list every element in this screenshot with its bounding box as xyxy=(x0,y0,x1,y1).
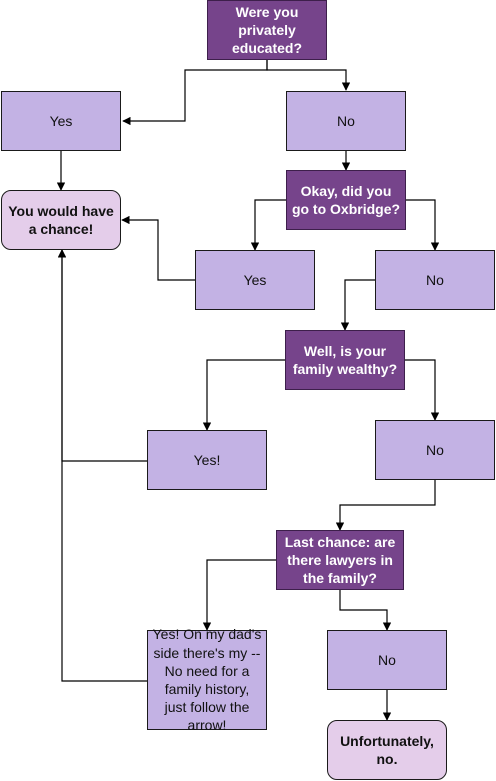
answer-yes-lawyers-in-family: Yes! On my dad's side there's my -- No n… xyxy=(147,626,267,733)
question-family-wealthy: Well, is your family wealthy? xyxy=(285,330,405,390)
arrow-q1-to-no xyxy=(266,60,351,91)
terminal-unfortunately-no: Unfortunately, no. xyxy=(327,720,447,780)
answer-no-family-wealthy: No xyxy=(375,420,495,480)
answer-yes-oxbridge: Yes xyxy=(195,250,315,310)
answer-no-lawyers-in-family: No xyxy=(327,630,447,690)
arrow-yes4-to-chance xyxy=(57,249,147,682)
question-lawyers-in-family: Last chance: are there lawyers in the fa… xyxy=(276,530,404,590)
answer-no-privately-educated: No xyxy=(286,91,406,151)
arrow-q4-to-no xyxy=(339,590,392,631)
arrow-q1-to-yes xyxy=(122,60,268,126)
arrow-yes2-to-chance xyxy=(121,215,195,281)
arrow-q3-to-yes xyxy=(202,359,286,431)
question-oxbridge: Okay, did you go to Oxbridge? xyxy=(286,170,406,230)
terminal-you-would-have-a-chance: You would have a chance! xyxy=(1,190,121,250)
arrow-yes3-to-chance xyxy=(57,249,147,462)
arrow-q3-to-no xyxy=(405,359,440,421)
arrow-q4-to-yes xyxy=(202,559,276,631)
arrow-no3-to-q4 xyxy=(335,480,436,531)
answer-no-oxbridge: No xyxy=(375,250,495,310)
answer-yes-privately-educated: Yes xyxy=(1,91,121,151)
arrow-no2-to-q3 xyxy=(340,279,375,331)
answer-yes-family-wealthy: Yes! xyxy=(147,430,267,490)
question-privately-educated: Were you privately educated? xyxy=(207,0,327,60)
